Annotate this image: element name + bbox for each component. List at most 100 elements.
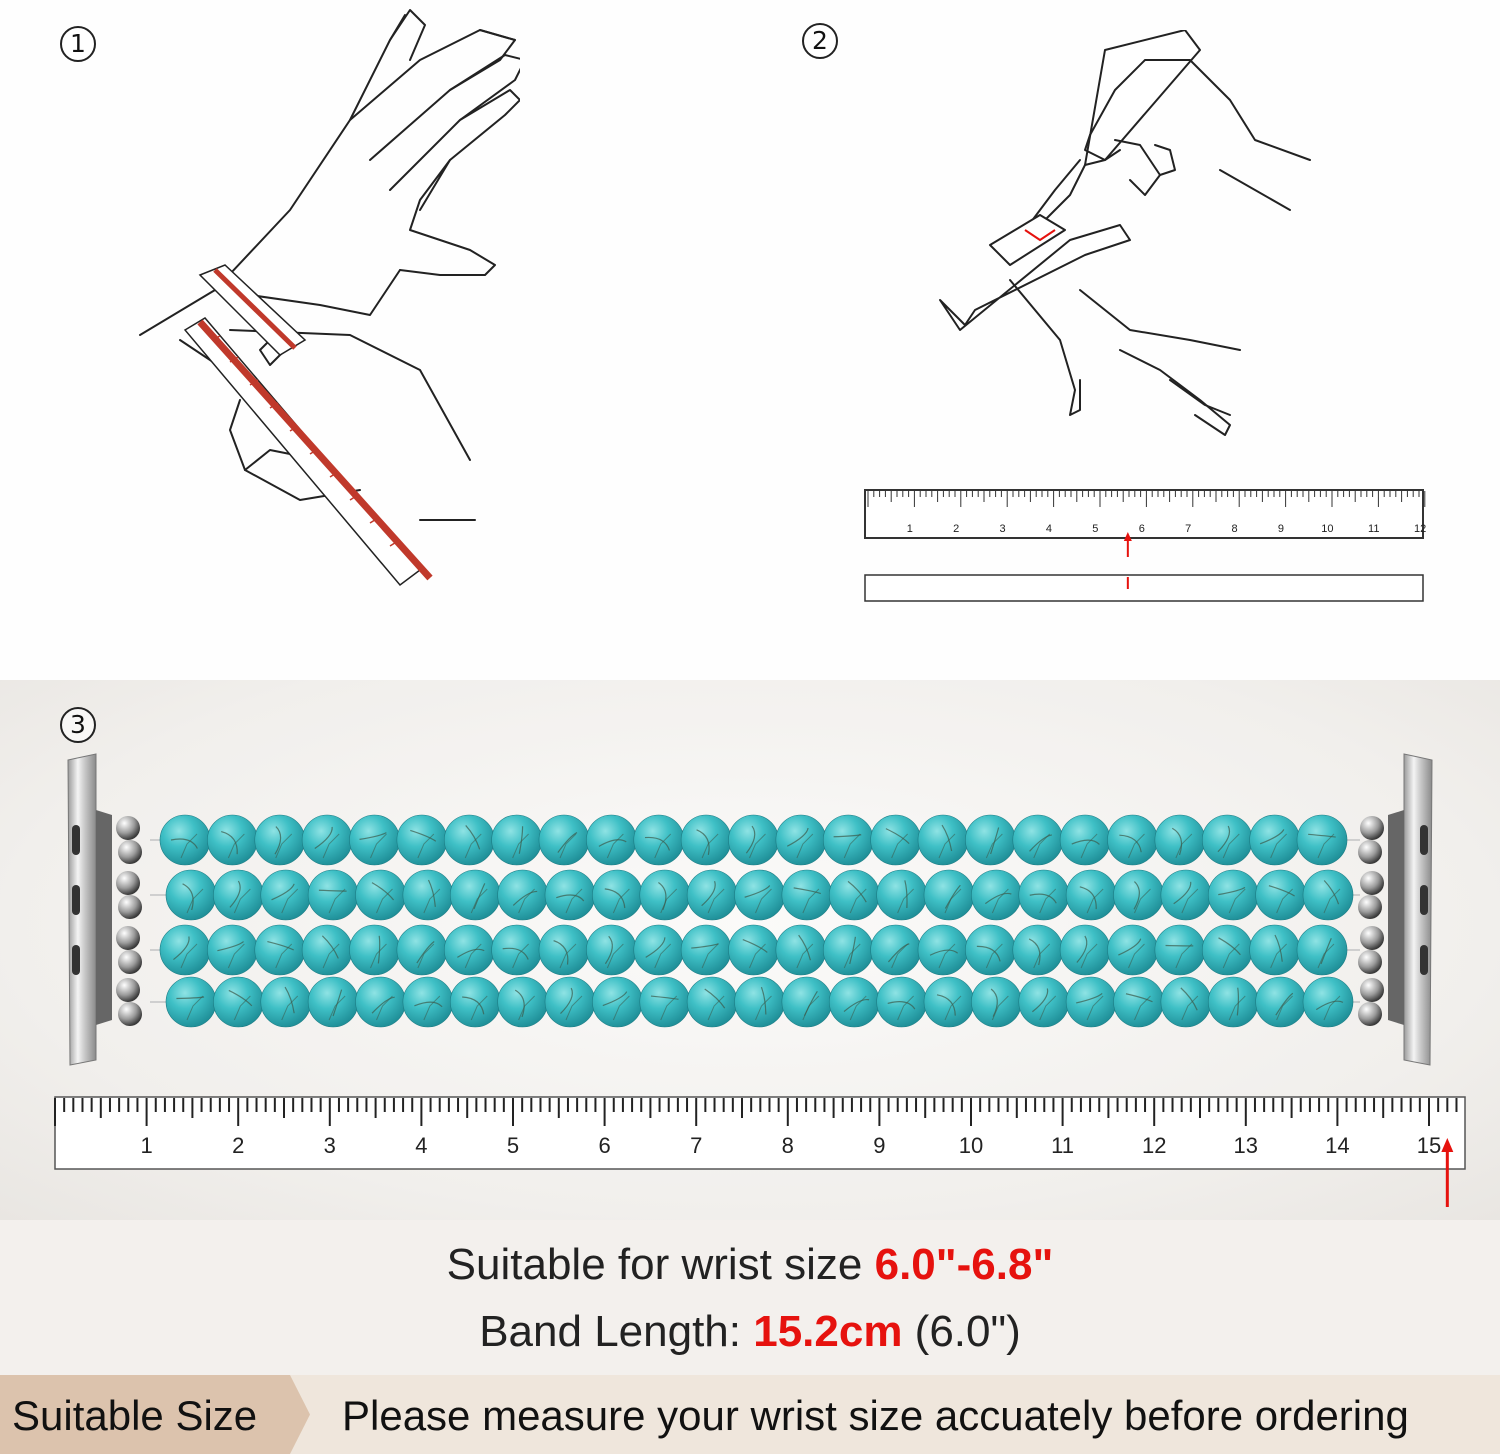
turquoise-bead [1113, 869, 1164, 921]
turquoise-bead [301, 814, 353, 866]
band-ruler-label: 6 [598, 1133, 610, 1158]
metal-spacer [1360, 816, 1384, 840]
bead-vein [849, 995, 867, 1021]
band-ruler-label: 4 [415, 1133, 427, 1158]
turquoise-bead [1249, 924, 1300, 976]
step-1-badge: 1 [60, 26, 96, 62]
bead-vein [1323, 888, 1341, 914]
turquoise-bead [1160, 976, 1212, 1028]
bead-vein [1180, 987, 1198, 1011]
bead-vein [1259, 829, 1285, 845]
small-ruler-label: 7 [1185, 523, 1191, 535]
bead-vein [1222, 833, 1240, 859]
turquoise-bead [592, 869, 643, 921]
turquoise-bead [1012, 924, 1064, 976]
bead-vein [990, 988, 998, 1017]
bead-vein [512, 890, 538, 906]
band-ruler-label: 11 [1051, 1133, 1074, 1158]
turquoise-bead [538, 924, 590, 976]
bead-vein [1033, 943, 1051, 969]
bead-vein [464, 833, 482, 859]
turquoise-bead [538, 814, 590, 866]
small-ruler-label: 10 [1321, 523, 1333, 535]
turquoise-bead [207, 924, 258, 976]
bead-vein [660, 888, 678, 914]
bead-vein [1175, 833, 1193, 859]
small-ruler-label: 9 [1278, 523, 1284, 535]
turquoise-bead [971, 869, 1022, 921]
band-ruler-label: 5 [507, 1133, 519, 1158]
bead-vein [518, 995, 535, 1021]
bead-vein [991, 888, 1009, 914]
turquoise-bead [301, 924, 353, 976]
bead-vein [707, 995, 725, 1021]
small-ruler-arrowhead [1123, 532, 1132, 541]
bead-vein [229, 880, 241, 908]
instructions-panel [0, 0, 1500, 680]
bead-vein [464, 943, 482, 969]
small-ruler-label: 4 [1046, 523, 1052, 535]
bead-vein [704, 988, 726, 1009]
band-length-line: Band Length: 15.2cm (6.0") [0, 1307, 1500, 1357]
bead-vein [371, 882, 395, 901]
turquoise-bead [775, 814, 827, 866]
turquoise-bead [443, 814, 495, 866]
band-ruler-arrowhead [1441, 1138, 1454, 1152]
turquoise-bead [449, 869, 501, 921]
turquoise-bead [213, 976, 264, 1028]
bead-vein [891, 833, 908, 859]
turquoise-bead [307, 976, 359, 1028]
bead-vein [1217, 825, 1231, 853]
bead-vein [457, 948, 485, 958]
metal-spacer [1360, 926, 1384, 950]
turquoise-bead [207, 814, 258, 866]
turquoise-bead [1296, 814, 1348, 866]
bead-vein [1315, 1000, 1344, 1011]
bead-vein [1128, 943, 1145, 969]
turquoise-bead [1012, 814, 1064, 866]
bead-vein [696, 829, 710, 855]
bead-vein [843, 998, 870, 1013]
band-ruler-label: 15 [1417, 1133, 1441, 1158]
turquoise-bead [1255, 869, 1306, 921]
bead-vein [1076, 935, 1088, 963]
turquoise-bead [1018, 976, 1070, 1028]
bead-vein [1181, 995, 1199, 1021]
bead-vein [701, 881, 716, 907]
bead-vein [473, 883, 486, 910]
bead-vein [274, 826, 282, 855]
bead-vein [984, 892, 1012, 905]
small-ruler-label: 2 [953, 523, 959, 535]
metal-spacer [1358, 950, 1382, 974]
bead-vein [1028, 938, 1041, 966]
band-length-cm: 15.2cm [753, 1307, 903, 1356]
turquoise-bead [639, 976, 691, 1028]
turquoise-bead [165, 869, 217, 921]
band-ruler-label: 8 [782, 1133, 794, 1158]
bead-vein [897, 995, 914, 1021]
turquoise-bead [349, 814, 400, 866]
bead-vein [786, 827, 809, 847]
bead-vein [691, 943, 719, 949]
turquoise-bead [355, 976, 406, 1028]
bead-vein [1128, 833, 1145, 859]
wrist-size-line: Suitable for wrist size 6.0"-6.8" [0, 1240, 1500, 1290]
bead-vein [314, 826, 333, 850]
band-ruler-label: 1 [140, 1133, 152, 1158]
bead-vein [796, 833, 814, 859]
bead-vein [793, 887, 821, 895]
bead-vein [598, 839, 627, 847]
bead-vein [182, 883, 194, 911]
bead-vein [502, 947, 529, 960]
bead-vein [604, 935, 613, 965]
bead-vein [410, 829, 437, 842]
bead-vein [1276, 995, 1293, 1021]
bead-vein [929, 949, 959, 956]
bead-vein [328, 888, 346, 914]
bead-vein [936, 994, 956, 1016]
turquoise-bead [686, 976, 738, 1028]
band-ruler-label: 12 [1142, 1133, 1166, 1158]
band-length-in: (6.0") [902, 1307, 1021, 1356]
bead-vein [612, 995, 630, 1021]
